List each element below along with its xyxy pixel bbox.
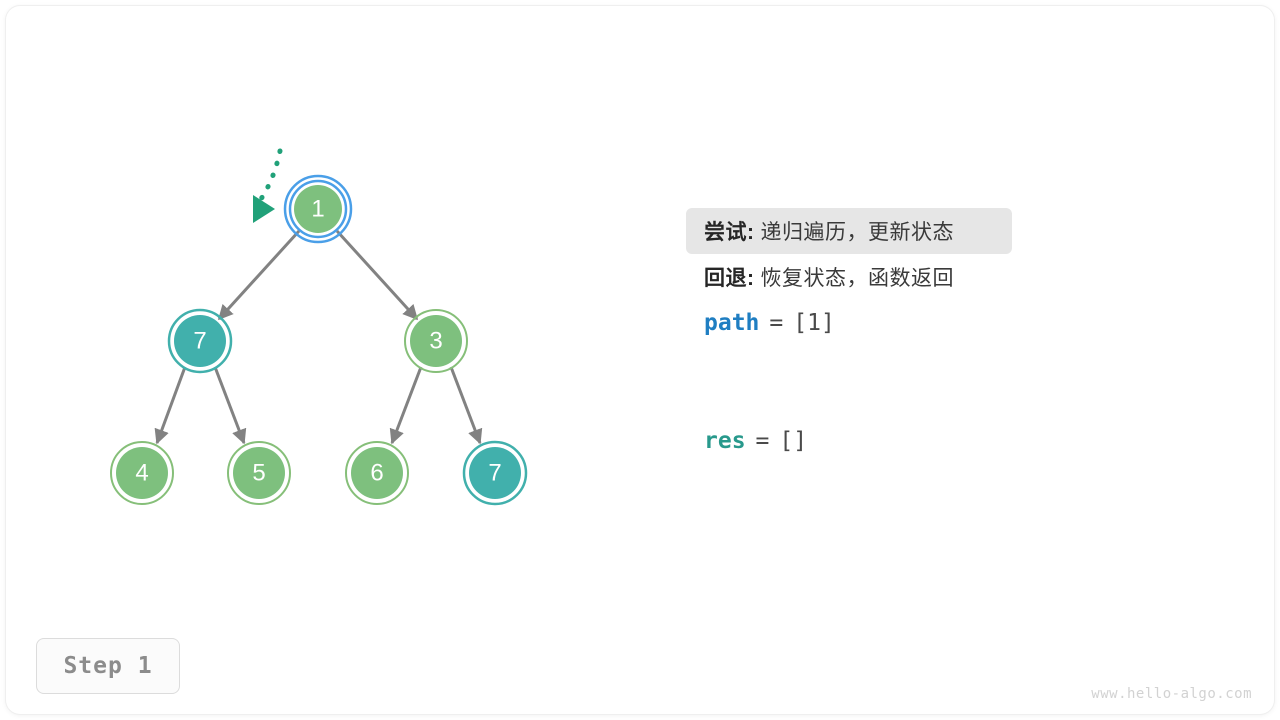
- variable-path-name: path: [704, 310, 760, 336]
- node-1-body: [294, 185, 342, 233]
- node-1-highlight-ring: [283, 174, 353, 244]
- tree-node-4[interactable]: 4: [110, 441, 174, 505]
- edge-7-to-5: [213, 366, 247, 445]
- statement-backtrack-value: 恢复状态，函数返回: [760, 267, 954, 290]
- node-6-body: [351, 447, 403, 499]
- tree-nodes: 1 7 3 4: [110, 174, 528, 506]
- watermark: www.hello-algo.com: [1091, 686, 1252, 702]
- statement-try: 尝试: 递归遍历，更新状态: [686, 208, 1012, 254]
- edge-1-to-3: [335, 229, 419, 321]
- state-panel: 尝试: 递归遍历，更新状态 回退: 恢复状态，函数返回 path = [1] r…: [686, 208, 1226, 464]
- node-5-label: 5: [252, 460, 265, 487]
- recursion-pointer: [253, 148, 283, 223]
- binary-tree-diagram: 1 7 3 4: [110, 148, 528, 506]
- node-6-ring: [345, 441, 409, 505]
- node-5-ring: [227, 441, 291, 505]
- variable-path-value: [1]: [793, 310, 835, 336]
- node-1-inner-ring: [288, 179, 348, 239]
- tree-node-3[interactable]: 3: [404, 309, 468, 373]
- node-5-body: [233, 447, 285, 499]
- tree-node-1[interactable]: 1: [283, 174, 353, 244]
- tree-node-7-right[interactable]: 7: [462, 440, 528, 506]
- tree-node-6[interactable]: 6: [345, 441, 409, 505]
- node-3-label: 3: [429, 328, 442, 355]
- node-7-left-ring: [167, 308, 233, 374]
- node-7-right-body: [469, 447, 521, 499]
- edge-3-to-6: [389, 366, 423, 445]
- node-7-left-body: [174, 315, 226, 367]
- statement-backtrack-key: 回退:: [704, 267, 755, 290]
- variable-res-equals: =: [755, 428, 770, 454]
- edge-1-to-7: [217, 229, 301, 321]
- node-6-label: 6: [370, 460, 383, 487]
- variable-res-name: res: [704, 428, 746, 454]
- variable-path-equals: =: [769, 310, 784, 336]
- node-7-right-label: 7: [488, 460, 501, 487]
- pointer-dotted-curve: [258, 148, 283, 202]
- node-1-label: 1: [311, 196, 324, 223]
- node-4-label: 4: [135, 460, 148, 487]
- node-3-body: [410, 315, 462, 367]
- panel-spacer: [686, 346, 1226, 418]
- statement-try-key: 尝试:: [704, 221, 755, 244]
- step-badge: Step 1: [36, 638, 180, 694]
- node-7-right-ring: [462, 440, 528, 506]
- statement-try-value: 递归遍历，更新状态: [760, 221, 954, 244]
- pointer-arrowhead-icon: [253, 195, 275, 223]
- variable-res: res = []: [686, 418, 1226, 464]
- edge-3-to-7: [449, 366, 483, 445]
- node-7-left-label: 7: [193, 328, 206, 355]
- edge-7-to-4: [154, 366, 187, 445]
- variable-path: path = [1]: [686, 300, 1226, 346]
- statement-backtrack: 回退: 恢复状态，函数返回: [686, 254, 1226, 300]
- variable-res-value: []: [779, 428, 808, 454]
- node-3-ring: [404, 309, 468, 373]
- node-4-body: [116, 447, 168, 499]
- node-4-ring: [110, 441, 174, 505]
- tree-edges: [154, 229, 483, 445]
- step-badge-label: Step 1: [63, 653, 153, 679]
- tree-node-7-left[interactable]: 7: [167, 308, 233, 374]
- tree-node-5[interactable]: 5: [227, 441, 291, 505]
